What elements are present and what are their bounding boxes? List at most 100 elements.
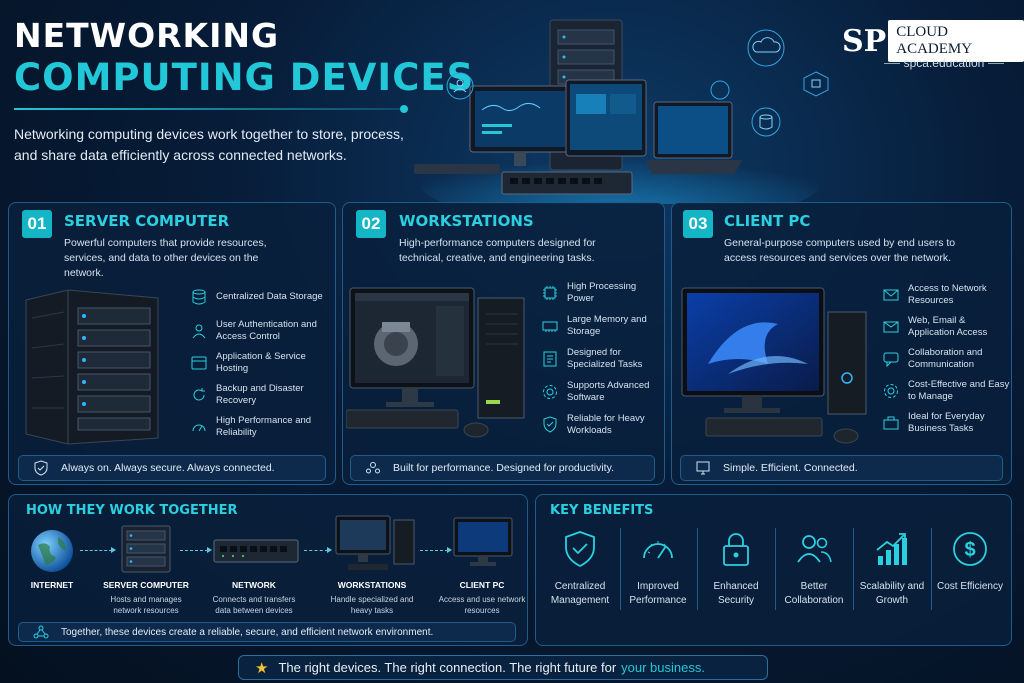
flow-arrow: [304, 547, 332, 553]
card-3-number: 03: [683, 210, 713, 238]
feature-item: Backup and Disaster Recovery: [190, 380, 330, 410]
flow-step-description: Connects and transfers data between devi…: [212, 595, 296, 615]
speedometer-icon: [192, 424, 206, 432]
flow-step-description: Access and use network resources: [438, 595, 526, 615]
benefit-item: Centralized Management: [543, 530, 617, 608]
settings-icon: [884, 384, 898, 398]
card-3-footer: Simple. Efficient. Connected.: [680, 455, 1003, 481]
feature-item: Collaboration and Communication: [882, 344, 1010, 374]
feature-label: Access to Network Resources: [908, 283, 987, 306]
shield-check-icon: [34, 460, 48, 476]
feature-label: Centralized Data Storage: [216, 291, 323, 302]
benefit-divider: [620, 528, 621, 610]
flow-arrow: [420, 547, 452, 553]
card-3-description: General-purpose computers used by end us…: [724, 237, 956, 264]
flow-step-label: WORKSTATIONS: [337, 580, 407, 590]
document-task-icon: [543, 351, 557, 367]
lock-icon: [723, 533, 749, 566]
benefit-item: Improved Performance: [621, 530, 695, 608]
flow-footer: Together, these devices create a reliabl…: [18, 622, 516, 642]
benefit-divider: [697, 528, 698, 610]
logo-url: spca.education: [874, 56, 1014, 70]
client-monitor-icon: [453, 517, 513, 566]
card-3-footer-text: Simple. Efficient. Connected.: [723, 462, 858, 474]
benefit-divider: [775, 528, 776, 610]
tagline-banner: ★ The right devices. The right connectio…: [238, 655, 768, 680]
feature-label: Reliable for Heavy Workloads: [567, 413, 645, 436]
benefit-label: Cost Efficiency: [937, 581, 1003, 592]
feature-item: Large Memory and Storage: [541, 311, 659, 341]
logo-name: CLOUD ACADEMY: [888, 20, 1024, 62]
card-1-number: 01: [22, 210, 52, 238]
feature-item: High Processing Power: [541, 278, 659, 308]
benefit-label: Improved Performance: [629, 581, 687, 606]
flow-step-description: Hosts and manages network resources: [110, 595, 182, 615]
feature-label: Ideal for Everyday Business Tasks: [908, 411, 985, 434]
feature-label: Designed for Specialized Tasks: [567, 347, 643, 370]
feature-label: User Authentication and Access Control: [216, 319, 317, 342]
feature-item: Reliable for Heavy Workloads: [541, 410, 659, 440]
feature-label: Collaboration and Communication: [908, 347, 983, 370]
flow-step-label: CLIENT PC: [459, 580, 505, 590]
briefcase-icon: [883, 416, 899, 430]
feature-item: Designed for Specialized Tasks: [541, 344, 659, 374]
card-2-feature-list: High Processing Power Large Memory and S…: [541, 278, 659, 440]
flow-step-label: SERVER COMPUTER: [103, 580, 189, 590]
envelope-icon: [883, 321, 899, 333]
card-1-title: SERVER COMPUTER: [64, 212, 230, 230]
card-2-footer: Built for performance. Designed for prod…: [350, 455, 655, 481]
shield-check-icon: [565, 531, 595, 568]
card-1-footer: Always on. Always secure. Always connect…: [18, 455, 326, 481]
network-nodes-icon: [33, 625, 49, 639]
flow-section: [8, 494, 528, 646]
users-icon: [797, 535, 832, 563]
tagline-highlight: your business.: [621, 660, 705, 675]
backup-icon: [193, 388, 205, 401]
feature-label: High Processing Power: [567, 281, 637, 304]
client-pc-illustration: [681, 287, 867, 444]
feature-item: High Performance and Reliability: [190, 412, 330, 442]
card-2-description: High-performance computers designed for …: [399, 237, 596, 264]
feature-item: Access to Network Resources: [882, 280, 1010, 310]
pc-check-icon: [696, 461, 710, 475]
shield-check-icon: [543, 416, 557, 433]
feature-item: Web, Email & Application Access: [882, 312, 1010, 342]
tagline-text: The right devices. The right connection.…: [278, 660, 617, 675]
feature-item: User Authentication and Access Control: [190, 316, 330, 346]
svg-text:$: $: [964, 539, 975, 561]
benefit-item: Better Collaboration: [777, 530, 851, 608]
feature-label: Web, Email & Application Access: [908, 315, 988, 338]
flow-footer-text: Together, these devices create a reliabl…: [61, 626, 434, 638]
flow-title: HOW THEY WORK TOGETHER: [26, 503, 238, 518]
benefit-divider: [931, 528, 932, 610]
cpu-chip-icon: [543, 286, 557, 300]
benefit-item: Scalability and Growth: [855, 530, 929, 608]
feature-item: Cost-Effective and Easy to Manage: [882, 376, 1010, 406]
gear-icon: [543, 385, 557, 399]
benefit-label: Enhanced Security: [713, 581, 759, 606]
benefit-label: Centralized Management: [550, 581, 610, 606]
server-tower-illustration: [25, 289, 159, 445]
card-3-title: CLIENT PC: [724, 212, 811, 230]
feature-item: Ideal for Everyday Business Tasks: [882, 408, 1010, 438]
app-window-icon: [191, 356, 207, 370]
feature-label: Supports Advanced Software: [567, 380, 650, 403]
benefit-label: Better Collaboration: [784, 581, 844, 606]
card-2-footer-text: Built for performance. Designed for prod…: [393, 462, 614, 474]
memory-icon: [542, 321, 558, 332]
card-1-description: Powerful computers that provide resource…: [64, 237, 267, 279]
logo-mark: SP: [842, 23, 887, 59]
feature-label: Application & Service Hosting: [216, 351, 306, 374]
dollar-coin-icon: $: [953, 532, 987, 566]
title-line-1: NETWORKING: [14, 16, 280, 55]
feature-item: Centralized Data Storage: [190, 282, 330, 312]
feature-label: High Performance and Reliability: [216, 415, 312, 438]
brand-logo: SP CLOUD ACADEMY: [842, 20, 1024, 62]
benefit-item: $ Cost Efficiency: [933, 530, 1007, 594]
card-1-footer-text: Always on. Always secure. Always connect…: [61, 462, 275, 474]
gauge-icon: [643, 541, 673, 559]
feature-label: Cost-Effective and Easy to Manage: [908, 379, 1010, 402]
benefits-section: [535, 494, 1012, 646]
flow-arrow: [80, 547, 116, 553]
card-2-number: 02: [356, 210, 386, 238]
